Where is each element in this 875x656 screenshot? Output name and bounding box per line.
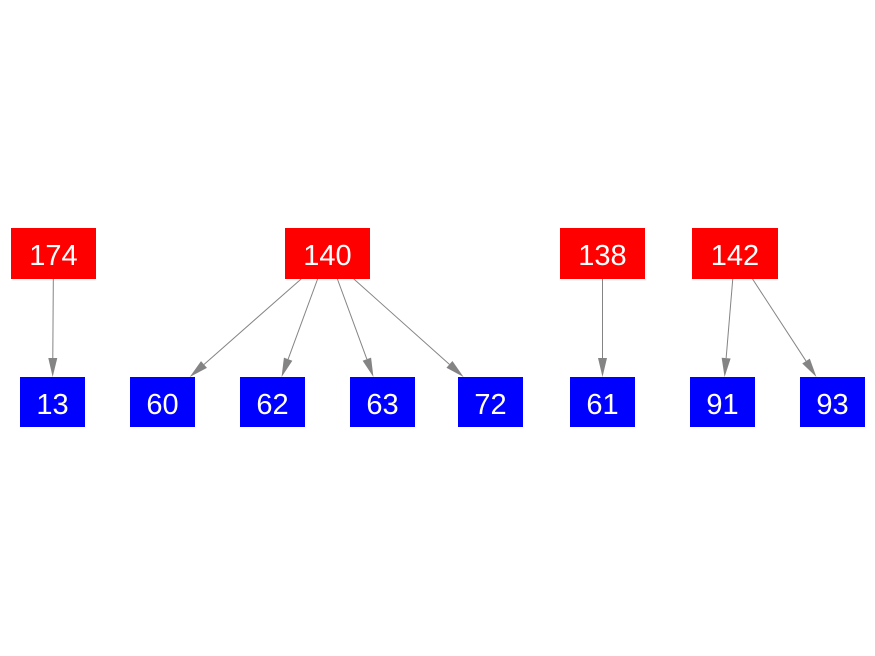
- graph-node-63: 63: [350, 377, 415, 427]
- node-label: 72: [474, 388, 507, 421]
- node-label: 61: [586, 388, 619, 421]
- graph-node-140: 140: [285, 228, 370, 279]
- graph-node-142: 142: [692, 228, 778, 279]
- node-label: 91: [706, 388, 739, 421]
- graph-node-91: 91: [690, 377, 755, 427]
- node-label: 142: [710, 240, 760, 272]
- node-label: 60: [146, 388, 179, 421]
- graph-node-61: 61: [570, 377, 635, 427]
- node-label: 174: [29, 240, 78, 272]
- node-label: 138: [578, 240, 627, 272]
- node-label: 140: [303, 240, 352, 272]
- node-label: 13: [36, 388, 69, 421]
- graph-node-72: 72: [458, 377, 523, 427]
- graph-node-13: 13: [20, 377, 85, 427]
- node-label: 62: [256, 388, 289, 421]
- graph-node-174: 174: [11, 228, 96, 279]
- graph-node-60: 60: [130, 377, 195, 427]
- graph-node-62: 62: [240, 377, 305, 427]
- graph-node-93: 93: [800, 377, 865, 427]
- node-label: 93: [816, 388, 849, 421]
- graph-node-138: 138: [560, 228, 645, 279]
- node-label: 63: [366, 388, 399, 421]
